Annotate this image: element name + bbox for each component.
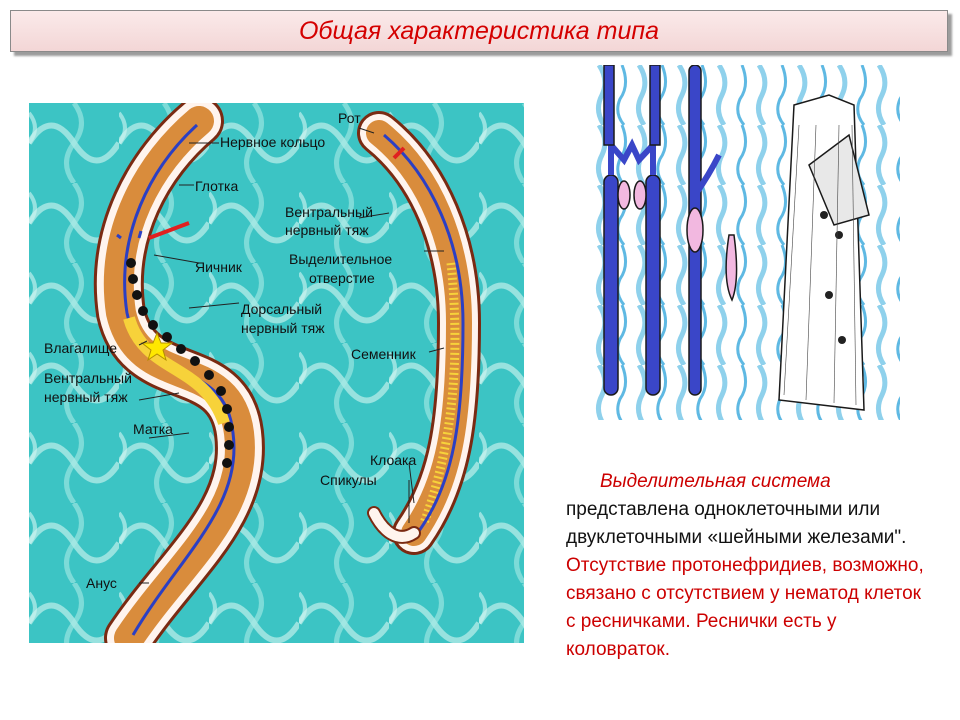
label-uterus: Матка: [133, 421, 173, 437]
label-cloaca: Клоака: [370, 452, 417, 468]
label-spicules: Спикулы: [320, 472, 377, 488]
label-ventral-cord-left-line1: Вентральный: [44, 370, 132, 386]
label-testis: Семенник: [351, 346, 416, 362]
label-vagina: Влагалище: [44, 340, 118, 356]
excretory-system-description: Выделительная система представлена однок…: [566, 468, 926, 664]
description-text-red: Отсутствие протонефридиев, возможно, свя…: [566, 555, 924, 660]
nematode-drawing: [29, 103, 524, 643]
description-text-black: представлена одноклеточными или двуклето…: [566, 499, 907, 548]
label-ventral-cord-left-line2: нервный тяж: [44, 389, 128, 405]
slide-title-bar: Общая характеристика типа: [10, 10, 948, 52]
male-worm: [357, 111, 482, 555]
label-mouth: Рот: [338, 110, 361, 126]
label-ovary: Яичник: [195, 259, 242, 275]
label-pharynx: Глотка: [195, 178, 239, 194]
label-excretory-pore-line1: Выделительное: [289, 251, 393, 267]
label-dorsal-cord-line2: нервный тяж: [241, 320, 325, 336]
nematode-anatomy-illustration: [29, 103, 524, 643]
label-excretory-pore-line2: отверстие: [309, 270, 375, 286]
label-nerve-ring: Нервное кольцо: [220, 134, 326, 150]
label-ventral-cord-right-line1: Вентральный: [285, 204, 373, 220]
label-ventral-cord-right-line2: нервный тяж: [285, 222, 369, 238]
excretory-drawing: [594, 65, 900, 420]
label-anus: Анус: [86, 575, 117, 591]
label-dorsal-cord-line1: Дорсальный: [241, 301, 323, 317]
slide-title: Общая характеристика типа: [298, 16, 660, 45]
female-worm: [93, 103, 265, 643]
excretory-system-illustration: [594, 65, 900, 420]
description-heading: Выделительная система: [600, 471, 831, 492]
